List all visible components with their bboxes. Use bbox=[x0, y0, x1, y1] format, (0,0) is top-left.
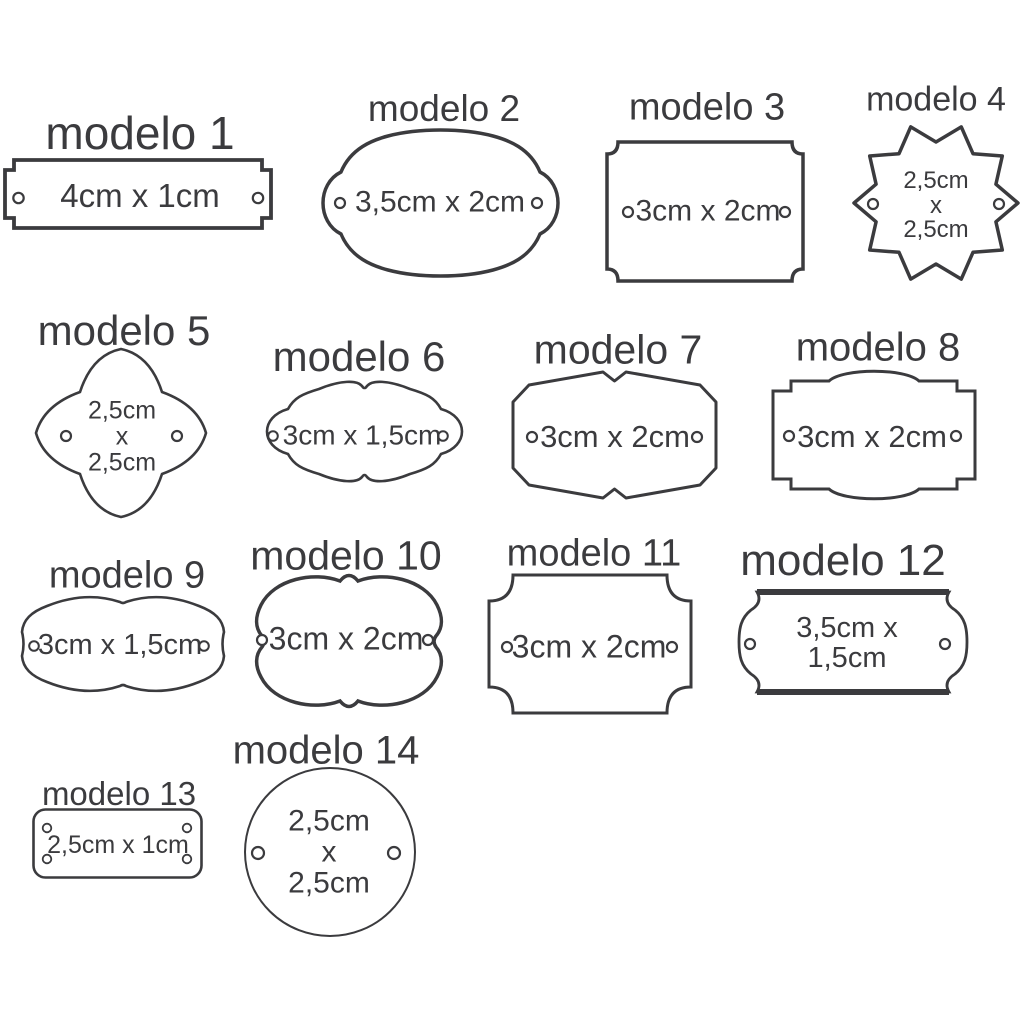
model-14-dims: 2,5cm x 2,5cm bbox=[288, 804, 370, 900]
model-1-hole-left bbox=[12, 191, 25, 205]
model-7-dims: 3cm x 2cm bbox=[540, 419, 690, 455]
model-11-shape bbox=[487, 573, 693, 715]
model-1-shape bbox=[3, 158, 273, 230]
model-13-shape bbox=[32, 808, 203, 879]
model-3-title: modelo 3 bbox=[628, 86, 786, 129]
model-6-hole-left bbox=[267, 430, 279, 442]
model-13-dims: 2,5cm x 1cm bbox=[47, 831, 189, 860]
model-13-hole-bottom-left bbox=[41, 853, 53, 865]
model-9-title: modelo 9 bbox=[48, 554, 206, 597]
model-13-title: modelo 13 bbox=[41, 775, 197, 812]
model-13-hole-bottom-right bbox=[181, 853, 193, 865]
model-9-dims: 3cm x 1,5cm bbox=[37, 629, 203, 662]
model-12-hole-right bbox=[938, 637, 952, 651]
model-8-shape bbox=[771, 369, 977, 501]
model-2-outline bbox=[321, 128, 560, 278]
model-4-shape bbox=[852, 125, 1020, 281]
model-8-hole-right bbox=[949, 429, 963, 443]
model-3-hole-left bbox=[621, 205, 635, 219]
model-7-title: modelo 7 bbox=[533, 326, 703, 373]
model-8-title: modelo 8 bbox=[795, 325, 961, 370]
model-12-shape bbox=[737, 589, 969, 695]
model-8-outline bbox=[771, 369, 977, 501]
model-13-outline bbox=[32, 808, 203, 879]
model-2-shape bbox=[321, 128, 560, 278]
model-7-shape bbox=[511, 370, 718, 500]
model-11-outline bbox=[487, 573, 693, 715]
model-11-hole-left bbox=[500, 640, 514, 654]
model-7-hole-left bbox=[525, 430, 539, 444]
model-4-title: modelo 4 bbox=[866, 80, 1006, 119]
model-12-title: modelo 12 bbox=[740, 536, 946, 585]
model-9-hole-left bbox=[28, 640, 40, 652]
model-11-title: modelo 11 bbox=[506, 532, 682, 575]
model-14-outline bbox=[244, 767, 416, 937]
model-11-dims: 3cm x 2cm bbox=[511, 628, 667, 665]
model-6-shape bbox=[265, 380, 464, 483]
model-14-hole-right bbox=[386, 845, 402, 861]
model-6-outline bbox=[265, 380, 464, 483]
model-8-dims: 3cm x 2cm bbox=[797, 419, 947, 455]
model-6-hole-right bbox=[437, 430, 449, 442]
model-12-dims: 3,5cm x 1,5cm bbox=[796, 612, 898, 674]
model-2-hole-left bbox=[333, 196, 347, 210]
model-8-hole-left bbox=[782, 429, 796, 443]
model-5-shape bbox=[34, 347, 208, 519]
model-4-hole-right bbox=[992, 197, 1006, 211]
model-10-dims: 3cm x 2cm bbox=[268, 620, 424, 657]
model-13-hole-top-right bbox=[181, 822, 193, 834]
model-10-hole-right bbox=[421, 633, 435, 647]
model-9-hole-right bbox=[198, 640, 210, 652]
model-5-outline bbox=[34, 347, 208, 519]
model-4-dims: 2,5cm x 2,5cm bbox=[903, 166, 969, 244]
model-9-outline bbox=[20, 595, 226, 693]
model-14-shape bbox=[244, 767, 416, 937]
model-14-title: modelo 14 bbox=[232, 728, 420, 773]
model-5-dims: 2,5cm x 2,5cm bbox=[87, 396, 157, 476]
model-10-shape bbox=[254, 573, 444, 709]
model-1-dims: 4cm x 1cm bbox=[60, 177, 220, 215]
model-9-shape bbox=[20, 595, 226, 693]
model-5-title: modelo 5 bbox=[37, 307, 211, 354]
model-1-outline bbox=[3, 158, 273, 230]
model-6-title: modelo 6 bbox=[272, 333, 446, 380]
model-5-hole-right bbox=[170, 429, 184, 443]
model-4-outline bbox=[852, 125, 1020, 281]
model-3-shape bbox=[605, 140, 805, 283]
model-1-hole-right bbox=[251, 191, 265, 205]
model-2-dims: 3,5cm x 2cm bbox=[354, 185, 526, 219]
model-13-hole-top-left bbox=[41, 822, 53, 834]
model-1-title: modelo 1 bbox=[45, 107, 235, 159]
model-3-hole-right bbox=[778, 205, 792, 219]
model-7-outline bbox=[511, 370, 718, 500]
model-10-hole-left bbox=[255, 633, 269, 647]
model-7-hole-right bbox=[690, 430, 704, 444]
model-12-hole-left bbox=[743, 637, 757, 651]
model-3-outline bbox=[605, 140, 805, 283]
model-2-title: modelo 2 bbox=[367, 88, 521, 129]
model-4-hole-left bbox=[866, 197, 880, 211]
model-5-hole-left bbox=[59, 429, 73, 443]
model-2-hole-right bbox=[530, 196, 544, 210]
model-10-title: modelo 10 bbox=[250, 532, 442, 579]
model-11-hole-right bbox=[665, 640, 679, 654]
model-3-dims: 3cm x 2cm bbox=[635, 194, 781, 228]
model-14-hole-left bbox=[250, 845, 266, 861]
model-6-dims: 3cm x 1,5cm bbox=[282, 419, 442, 451]
